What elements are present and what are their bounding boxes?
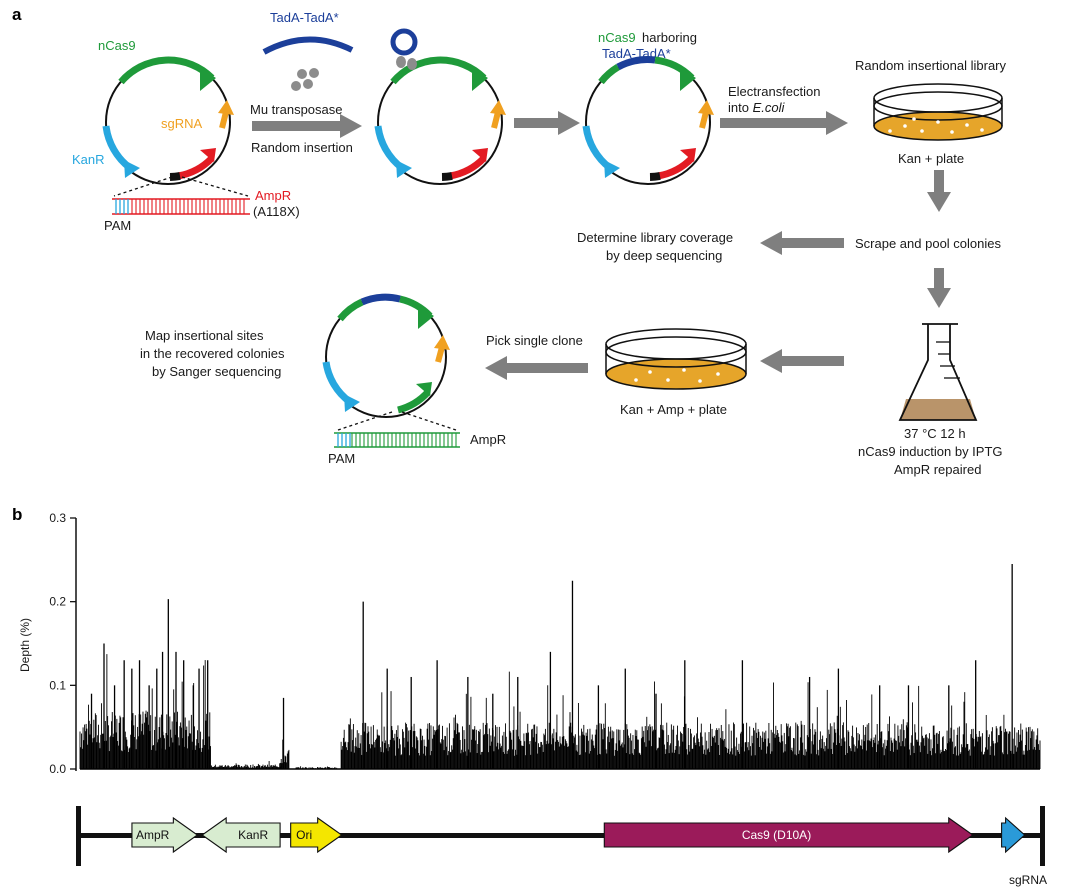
label-random-insertion: Random insertion: [251, 140, 353, 155]
map-left-end: [76, 806, 81, 866]
process-arrow-1: [252, 114, 362, 138]
label-coverage-2: by deep sequencing: [606, 248, 722, 263]
label-map-1: Map insertional sites: [145, 328, 264, 343]
coverage-chart: 0.0 0.1 0.2 0.3 Depth (%): [18, 511, 1041, 776]
label-coverage-1: Determine library coverage: [577, 230, 733, 245]
label-map-2: in the recovered colonies: [140, 346, 285, 361]
label-ampr: AmpR: [255, 188, 291, 203]
process-arrow-left-1: [760, 231, 844, 255]
ampr-target-dna: [112, 198, 250, 215]
label-pam-final: PAM: [328, 451, 355, 466]
label-ecoli: E.coli: [753, 100, 786, 115]
plasmid-insertion-intermediate: [374, 28, 506, 185]
plasmid-ncas9-tada: [582, 56, 714, 185]
zoom-line-left: [113, 176, 173, 197]
process-arrow-down-1: [927, 170, 951, 212]
panel-label-a: a: [12, 5, 22, 24]
label-random-library: Random insertional library: [855, 58, 1007, 73]
label-pick-clone: Pick single clone: [486, 333, 583, 348]
gene-kanr: [201, 816, 281, 854]
label-flask-1: 37 °C 12 h: [904, 426, 966, 441]
y-tick-label: 0.1: [49, 678, 66, 692]
y-tick-label: 0.0: [49, 762, 66, 776]
label-electransfection: Electransfection: [728, 84, 821, 99]
process-arrow-2: [514, 111, 580, 135]
label-flask-3: AmpR repaired: [894, 462, 981, 477]
gene-sgrna: [1001, 816, 1026, 854]
process-arrow-left-2: [760, 349, 844, 373]
process-arrow-left-3: [485, 356, 588, 380]
y-tick-label: 0.2: [49, 595, 66, 609]
gene-ampr: [131, 816, 199, 854]
map-right-end: [1040, 806, 1045, 866]
zoom-line-left-2: [337, 411, 393, 431]
label-pam: PAM: [104, 218, 131, 233]
label-into: into: [728, 100, 753, 115]
label-a118x: (A118X): [253, 204, 300, 219]
label-scrape: Scrape and pool colonies: [855, 236, 1001, 251]
petri-dish-library: [873, 83, 1003, 141]
plasmid-initial: [102, 56, 234, 185]
petri-dish-selection: [605, 328, 747, 390]
label-kan-amp-plate: Kan + Amp + plate: [620, 402, 727, 417]
map-backbone: [80, 833, 1042, 838]
label-into-ecoli: into E.coli: [728, 100, 785, 115]
process-arrow-3: [720, 111, 848, 135]
gene-ampr-label: AmpR: [136, 828, 170, 842]
gene-cas9: [603, 816, 974, 854]
label-kanr: KanR: [72, 152, 105, 167]
label-sgrna: sgRNA: [161, 116, 203, 131]
zoom-line-right-2: [401, 411, 457, 431]
process-arrow-down-2: [927, 268, 951, 308]
y-axis-label: Depth (%): [18, 618, 32, 672]
ampr-repaired-dna: [334, 432, 460, 448]
gene-ori: [290, 816, 343, 854]
label-ncas9-harbor: nCas9: [598, 30, 636, 45]
label-harboring: harboring: [642, 30, 697, 45]
label-ampr-final: AmpR: [470, 432, 506, 447]
erlenmeyer-flask: [898, 323, 978, 421]
gene-kanr-label: KanR: [238, 828, 268, 842]
label-ncas9: nCas9: [98, 38, 136, 53]
mu-transposase-icon: [291, 68, 319, 91]
label-map-3: by Sanger sequencing: [152, 364, 281, 379]
y-tick-label: 0.3: [49, 511, 66, 525]
gene-cas9-label: Cas9 (D10A): [742, 828, 811, 842]
label-mu-transposase: Mu transposase: [250, 102, 343, 117]
tada-insert-fragment: [262, 36, 354, 55]
label-sgrna-track: sgRNA: [1009, 873, 1047, 887]
label-kan-plate: Kan + plate: [898, 151, 964, 166]
panel-label-b: b: [12, 505, 22, 524]
label-flask-2: nCas9 induction by IPTG: [858, 444, 1003, 459]
plasmid-recovered: [322, 293, 450, 418]
gene-ori-label: Ori: [296, 828, 312, 842]
gene-map: AmpR KanR Ori Cas9 (D10A): [76, 806, 1045, 866]
label-tada-1: TadA-TadA*: [270, 10, 339, 25]
